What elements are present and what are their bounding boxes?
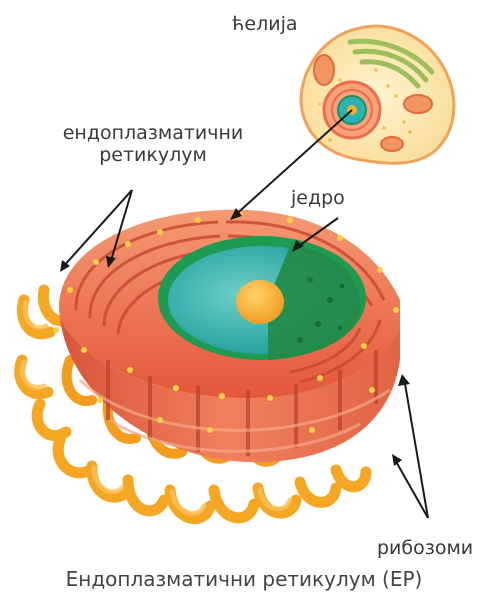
- mitochondrion-right: [404, 95, 432, 113]
- mitochondrion-left: [314, 55, 334, 85]
- er-label: ендоплазматични ретикулум: [58, 122, 248, 166]
- mitochondrion-bottom: [381, 137, 403, 151]
- er-label-line1: ендоплазматични: [58, 122, 248, 144]
- nucleus-label: једро: [291, 187, 345, 209]
- nucleolus: [236, 280, 284, 324]
- ribosomes-label: рибозоми: [377, 537, 473, 559]
- cell-label: ћелија: [232, 13, 298, 35]
- er-label-line2: ретикулум: [58, 144, 248, 166]
- figure-caption: Ендоплазматични ретикулум (ЕР): [0, 567, 488, 591]
- nucleus: [158, 236, 366, 360]
- cell-thumbnail: [301, 26, 454, 163]
